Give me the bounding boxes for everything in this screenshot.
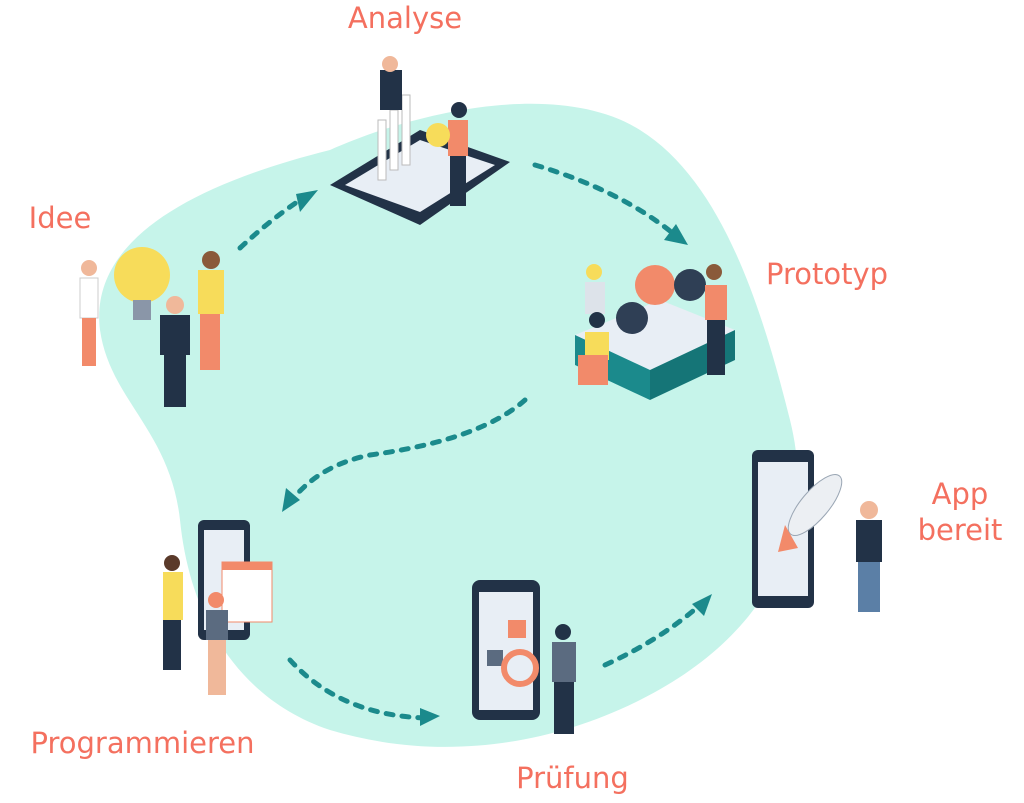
arrowhead-4	[420, 708, 440, 726]
arrowhead-2	[664, 224, 688, 245]
prototyp-illustration	[575, 264, 735, 400]
person	[198, 270, 224, 314]
app-bereit-illustration	[752, 450, 882, 612]
arrow-prototyp-programmieren	[289, 397, 528, 503]
gear-icon	[635, 265, 675, 305]
arrowhead-3	[282, 488, 300, 512]
pruefung-illustration	[472, 580, 576, 734]
analyse-illustration	[330, 56, 510, 225]
person	[705, 285, 727, 320]
desk	[575, 300, 735, 370]
stage-label-idee: Idee	[28, 201, 92, 235]
code-window	[221, 561, 273, 623]
arrow-analyse-prototyp	[532, 162, 678, 238]
person	[856, 520, 882, 562]
background-blob	[99, 103, 798, 747]
rocket-icon	[787, 474, 843, 536]
arrowhead-5	[692, 594, 712, 616]
programmieren-illustration	[163, 520, 273, 695]
person	[206, 610, 228, 640]
person	[448, 120, 468, 156]
stage-label-prototyp: Prototyp	[765, 257, 889, 291]
person	[160, 315, 190, 355]
magnifier-icon	[501, 649, 539, 687]
arrow-idee-analyse	[237, 197, 303, 251]
arrow-pruefung-app	[602, 602, 703, 668]
gear-icon	[616, 302, 648, 334]
lightbulb-icon	[114, 247, 170, 303]
arrow-programmieren-pruefung	[287, 657, 428, 721]
person	[585, 282, 605, 314]
stage-label-app-bereit: App bereit	[917, 477, 1003, 547]
arrowhead-1	[296, 190, 318, 212]
dotted-arrows	[237, 162, 703, 721]
stage-label-pruefung: Prüfung	[516, 761, 629, 795]
stage-label-programmieren: Programmieren	[30, 726, 255, 760]
person	[79, 277, 99, 319]
stage-label-analyse: Analyse	[347, 1, 463, 35]
person	[552, 642, 576, 682]
idee-illustration	[79, 247, 224, 407]
person	[163, 572, 183, 620]
person	[380, 70, 402, 110]
gear-icon	[674, 269, 706, 301]
